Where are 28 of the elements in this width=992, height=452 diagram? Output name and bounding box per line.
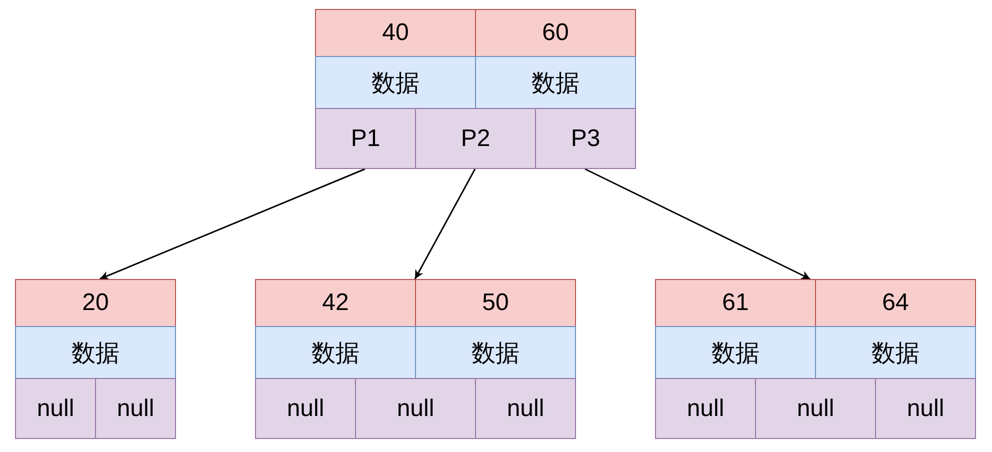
pointer-cell: null bbox=[475, 378, 576, 439]
pointer-cell: P2 bbox=[415, 108, 536, 169]
key-cell: 61 bbox=[655, 279, 816, 327]
data-cell: 数据 bbox=[255, 326, 416, 379]
arrow bbox=[100, 168, 366, 280]
pointer-cell: null bbox=[875, 378, 976, 439]
data-cell: 数据 bbox=[655, 326, 816, 379]
pointer-cell: P1 bbox=[315, 108, 416, 169]
data-cell: 数据 bbox=[415, 326, 576, 379]
data-cell: 数据 bbox=[315, 56, 476, 109]
pointer-cell: null bbox=[755, 378, 876, 439]
key-cell: 40 bbox=[315, 9, 476, 57]
pointer-cell: null bbox=[255, 378, 356, 439]
pointer-cell: null bbox=[95, 378, 176, 439]
data-cell: 数据 bbox=[15, 326, 176, 379]
pointer-cell: P3 bbox=[535, 108, 636, 169]
data-cell: 数据 bbox=[815, 326, 976, 379]
pointer-cell: null bbox=[355, 378, 476, 439]
key-cell: 42 bbox=[255, 279, 416, 327]
key-cell: 64 bbox=[815, 279, 976, 327]
pointer-cell: null bbox=[15, 378, 96, 439]
key-cell: 50 bbox=[415, 279, 576, 327]
data-cell: 数据 bbox=[475, 56, 636, 109]
arrow bbox=[414, 168, 476, 280]
arrow bbox=[584, 168, 811, 280]
key-cell: 20 bbox=[15, 279, 176, 327]
pointer-cell: null bbox=[655, 378, 756, 439]
key-cell: 60 bbox=[475, 9, 636, 57]
